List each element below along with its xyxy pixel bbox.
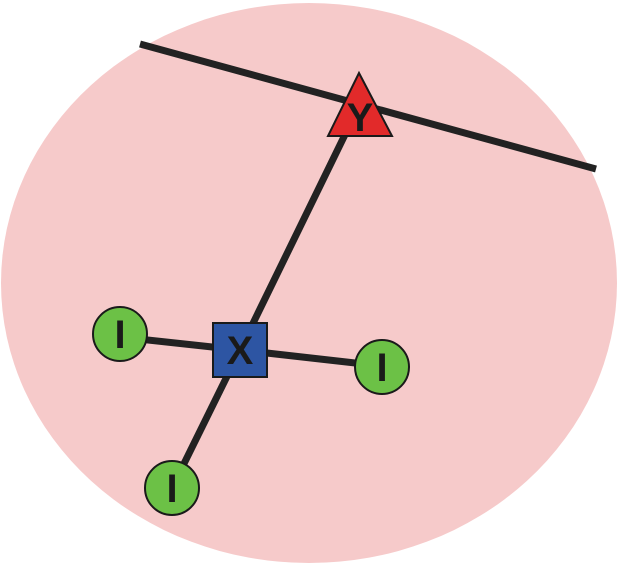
node-y: Y xyxy=(326,70,394,140)
node-i-bottom-label: I xyxy=(166,467,177,511)
node-i-right-label: I xyxy=(376,346,387,390)
node-i-right: I xyxy=(354,339,410,395)
node-x: X xyxy=(212,322,268,378)
circle-shape xyxy=(92,306,148,362)
node-i-left-label: I xyxy=(114,313,125,357)
node-x-label: X xyxy=(227,329,254,373)
background-region xyxy=(1,3,617,563)
circle-shape xyxy=(144,460,200,516)
triangle-shape xyxy=(326,70,394,137)
square-shape xyxy=(212,322,268,378)
node-y-label: Y xyxy=(347,96,374,140)
node-i-bottom: I xyxy=(144,460,200,516)
edge-x-y xyxy=(236,106,362,352)
circle-shape xyxy=(354,339,410,395)
node-i-left: I xyxy=(92,306,148,362)
